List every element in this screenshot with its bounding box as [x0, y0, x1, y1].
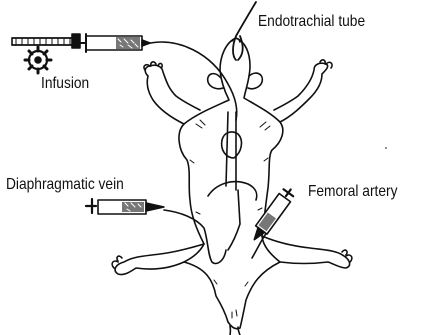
rat-tail	[230, 326, 240, 335]
endotrachial-tube-label: Endotrachial tube	[258, 14, 365, 30]
rat-lower-left-limb	[115, 244, 204, 275]
abdominal-vessel	[228, 190, 240, 250]
speck-dot	[385, 147, 387, 149]
diaphragmatic-vein-syringe	[86, 199, 164, 214]
femoral-artery-syringe	[249, 185, 297, 243]
infusion-syringe	[80, 34, 150, 52]
heart-outline	[222, 132, 242, 158]
infusion-pump	[12, 34, 80, 73]
endotrachial-tube-line	[233, 2, 256, 60]
diaphragm-curve	[208, 182, 257, 200]
rat-lower-right-limb	[262, 236, 350, 268]
rat-upper-left-limb	[145, 65, 200, 124]
rat-upper-right-limb	[274, 63, 328, 122]
femoral-artery-label: Femoral artery	[308, 184, 397, 200]
rat-right-ear	[248, 73, 262, 89]
diaphragmatic-vein-label: Diaphragmatic vein	[6, 177, 124, 193]
incision-line-left	[226, 112, 228, 186]
infusion-label: Infusion	[41, 76, 89, 92]
fur-hatching	[190, 120, 270, 318]
rat-nose	[232, 38, 240, 42]
rat-body-outline	[179, 38, 283, 329]
